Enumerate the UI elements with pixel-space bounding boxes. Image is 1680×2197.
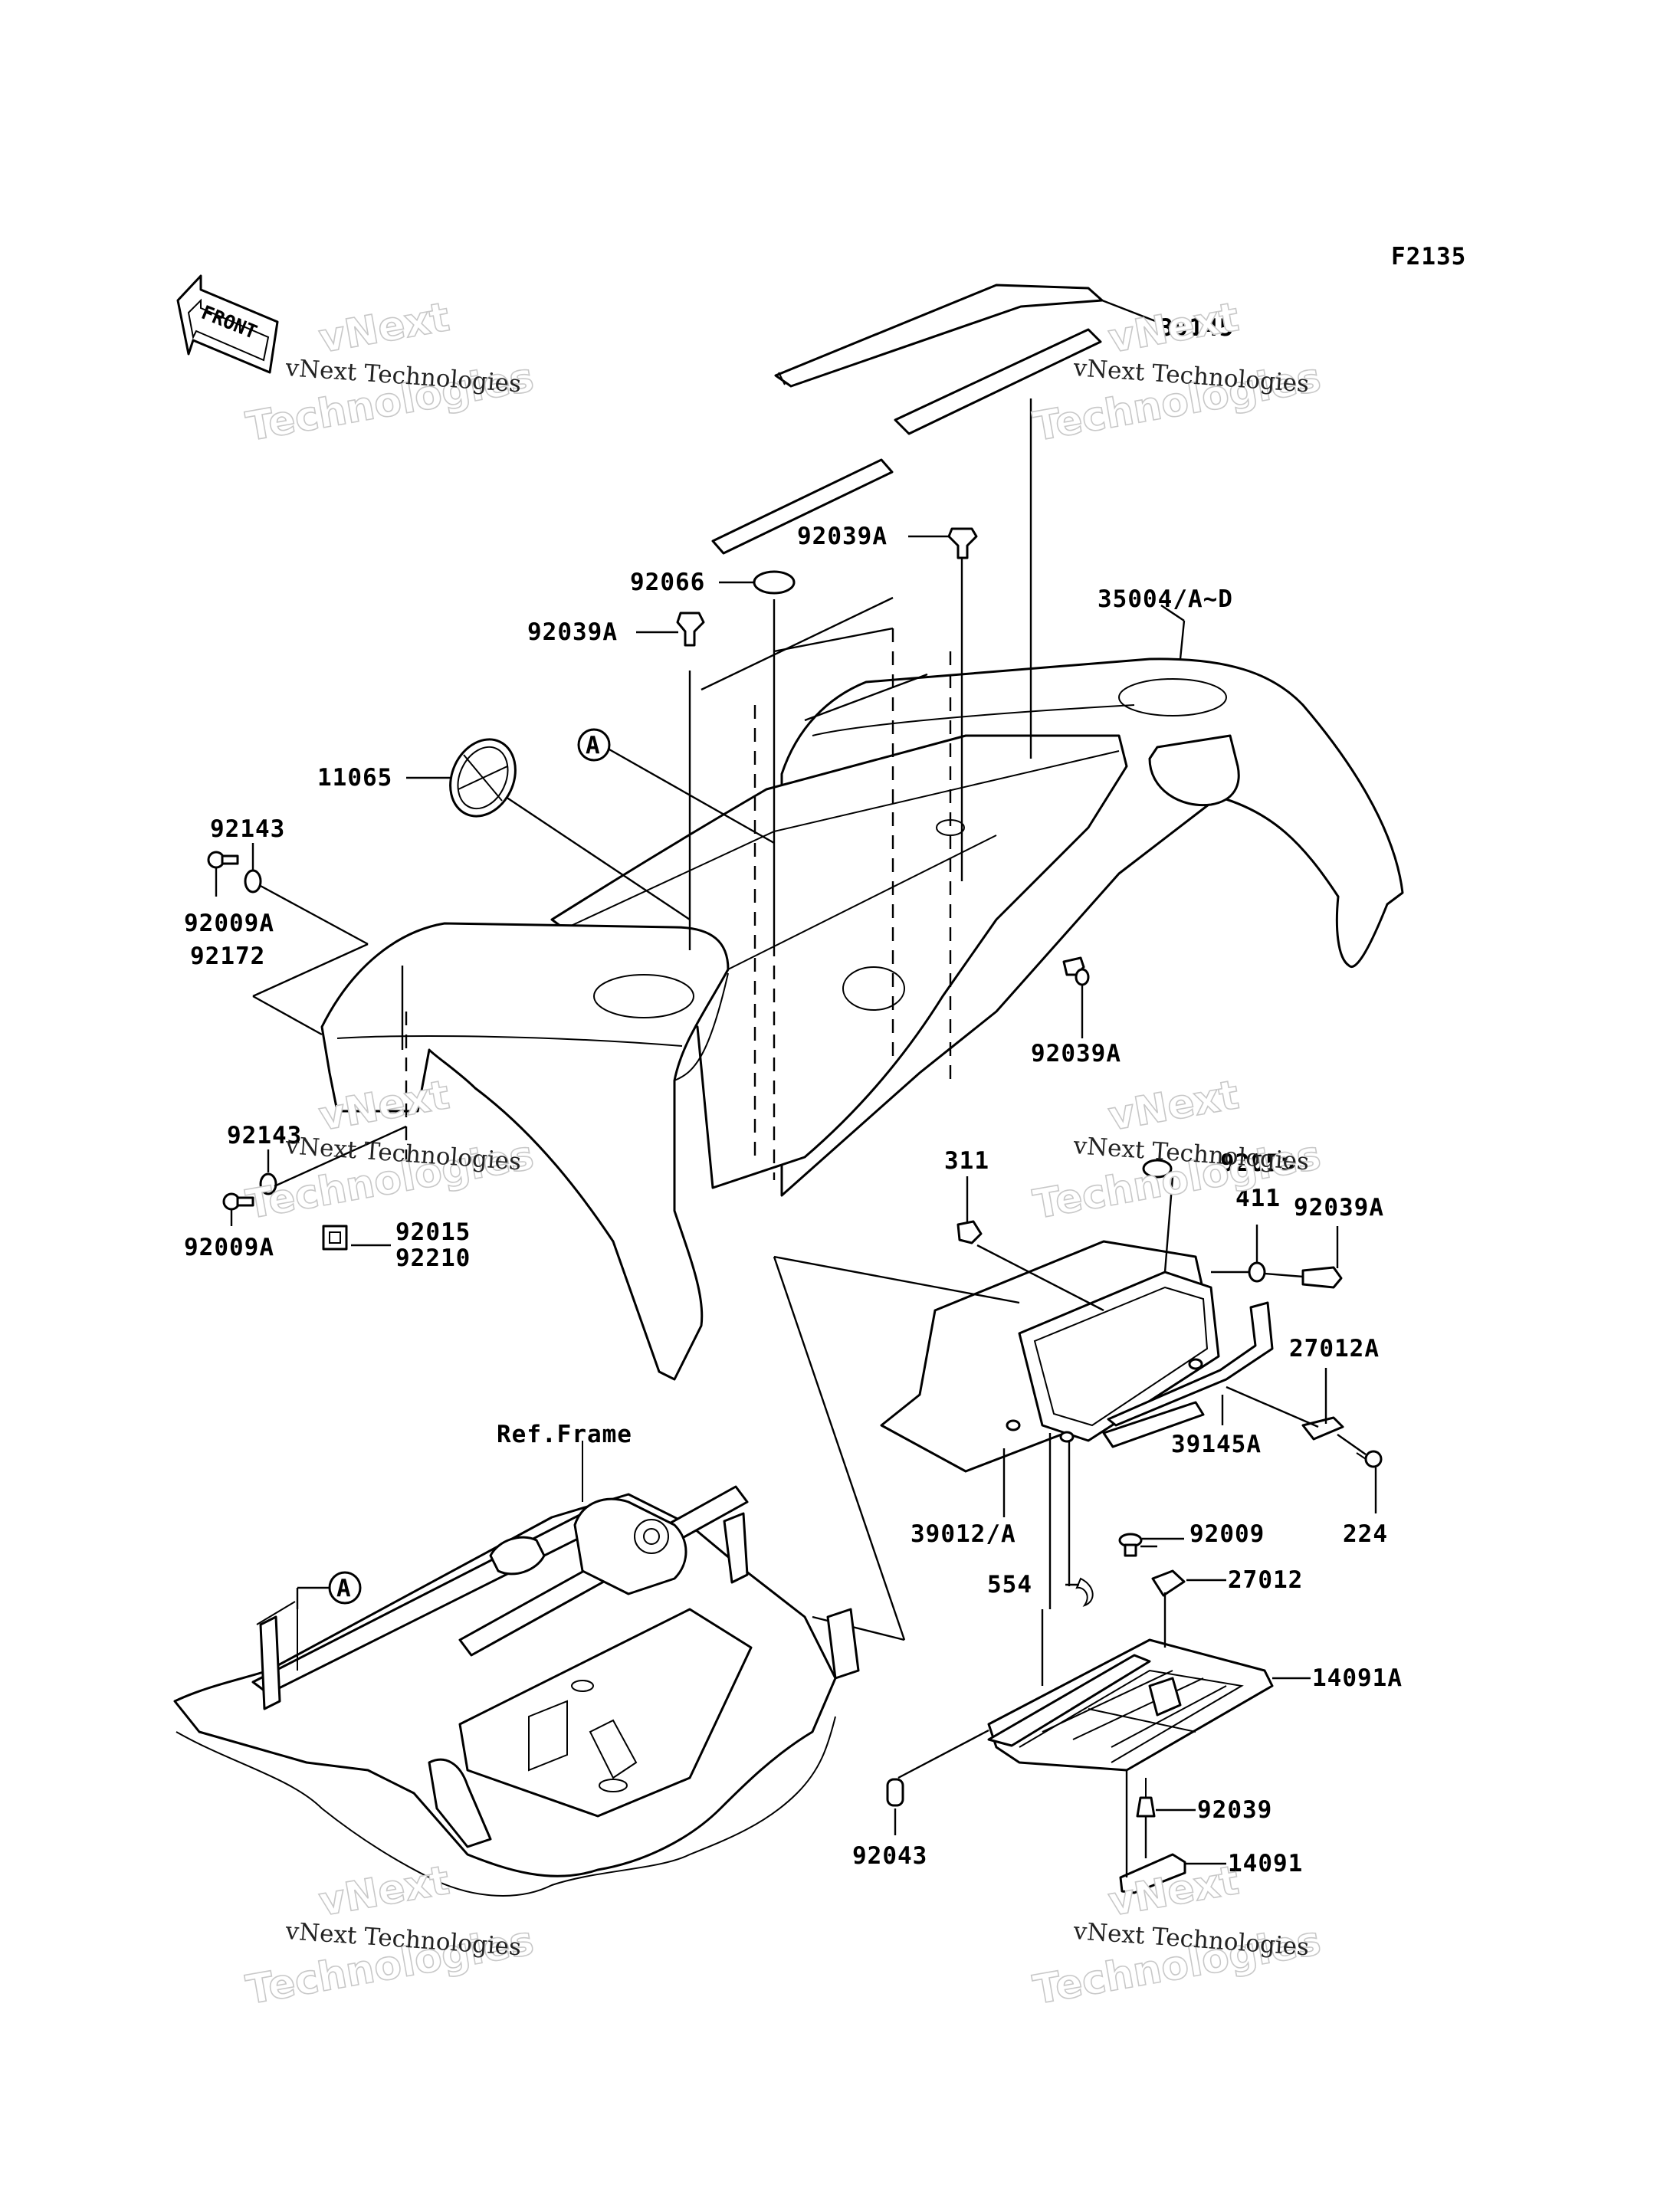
- label-92039: 92039: [1197, 1796, 1272, 1824]
- ref-marker-a-top: A: [577, 728, 611, 762]
- label-92143-low: 92143: [227, 1122, 302, 1149]
- bolt-92009A-top-icon: [207, 851, 239, 869]
- watermark-top-left: vNext Technologies vNext Technologies: [242, 293, 537, 451]
- label-411: 411: [1235, 1185, 1281, 1212]
- latch-27012-icon: [1151, 1569, 1186, 1597]
- svg-text:vNext: vNext: [316, 294, 453, 362]
- label-92143-top: 92143: [210, 815, 285, 843]
- washer-411-icon: [1248, 1261, 1266, 1283]
- label-92039A-right: 92039A: [1294, 1194, 1384, 1221]
- label-39145: 39145: [1159, 314, 1234, 342]
- grommet-11065-icon: [449, 738, 517, 818]
- part-14091-bracket: [1119, 1853, 1186, 1894]
- pin-554-icon: [1075, 1577, 1094, 1607]
- label-92009: 92009: [1189, 1520, 1265, 1548]
- part-front-fender: [320, 922, 730, 1381]
- ref-marker-a-frame: A: [296, 1571, 362, 1609]
- part-39145-trim: [711, 284, 1104, 555]
- bolt-92009-icon: [1118, 1533, 1143, 1557]
- washer-92143-top-icon: [244, 869, 262, 894]
- svg-text:A: A: [336, 1575, 352, 1602]
- washer-92143-low-icon: [259, 1172, 277, 1195]
- nut-311-icon: [956, 1220, 983, 1244]
- clip-92055-icon: [1142, 1159, 1173, 1179]
- watermark-bottom-left: vNext Technologies vNext Technologies: [242, 1857, 537, 2014]
- pin-92043-icon: [886, 1778, 904, 1807]
- label-39012: 39012/A: [911, 1520, 1016, 1548]
- part-39012-case: [880, 1240, 1220, 1473]
- label-311: 311: [944, 1147, 989, 1175]
- label-92172: 92172: [190, 943, 265, 970]
- label-224: 224: [1343, 1520, 1388, 1548]
- label-27012A: 27012A: [1289, 1335, 1380, 1362]
- label-92039A-top: 92039A: [797, 523, 888, 550]
- svg-text:vNext: vNext: [1105, 1858, 1242, 1926]
- clip-92039A-left-icon: [676, 612, 705, 647]
- label-92009A-low: 92009A: [184, 1234, 274, 1261]
- part-14091A-step: [987, 1638, 1274, 1772]
- leader-lines: [215, 299, 1377, 1865]
- svg-text:A: A: [586, 732, 601, 759]
- ref-frame-illustration: [173, 1441, 860, 1897]
- connect-lines-step: [897, 1545, 1166, 1877]
- clip-92039A-right-icon: [1301, 1266, 1343, 1289]
- label-92043: 92043: [852, 1842, 927, 1870]
- svg-text:vNext: vNext: [1105, 1072, 1242, 1140]
- clip-92039A-mid-icon: [1062, 956, 1090, 986]
- front-arrow-icon: FRONT: [176, 274, 279, 374]
- svg-text:vNext: vNext: [1105, 294, 1242, 362]
- label-14091A: 14091A: [1312, 1664, 1403, 1692]
- rivet-224-icon: [1356, 1450, 1383, 1468]
- label-92066: 92066: [630, 569, 705, 596]
- label-92015: 92015: [395, 1218, 471, 1246]
- alignment-lines: [401, 398, 1032, 1180]
- clip-92039A-top-icon: [947, 527, 978, 559]
- label-27012: 27012: [1228, 1566, 1303, 1594]
- label-554: 554: [987, 1571, 1032, 1599]
- rivet-92039-icon: [1136, 1778, 1156, 1818]
- watermark-top-right: vNext Technologies vNext Technologies: [1029, 293, 1324, 451]
- label-11065: 11065: [317, 764, 392, 792]
- cap-92066-icon: [753, 570, 796, 595]
- nut-92015-icon: [322, 1225, 348, 1251]
- label-92210: 92210: [395, 1244, 471, 1272]
- label-39145A: 39145A: [1171, 1431, 1262, 1458]
- label-14091: 14091: [1228, 1850, 1303, 1877]
- label-92055: 92055: [1220, 1149, 1295, 1177]
- label-35004: 35004/A~D: [1098, 585, 1233, 613]
- svg-text:vNext: vNext: [316, 1858, 453, 1926]
- latch-27012A-icon: [1301, 1416, 1344, 1441]
- label-92009A-top: 92009A: [184, 910, 274, 937]
- figure-id: F2135: [1391, 243, 1466, 271]
- watermark-bottom-right: vNext Technologies vNext Technologies: [1029, 1857, 1324, 2014]
- ref-frame-label: Ref.Frame: [497, 1421, 632, 1448]
- label-92039A-left: 92039A: [527, 618, 618, 646]
- label-92039A-mid: 92039A: [1031, 1040, 1121, 1067]
- trim-39145A-icon: [1102, 1301, 1274, 1448]
